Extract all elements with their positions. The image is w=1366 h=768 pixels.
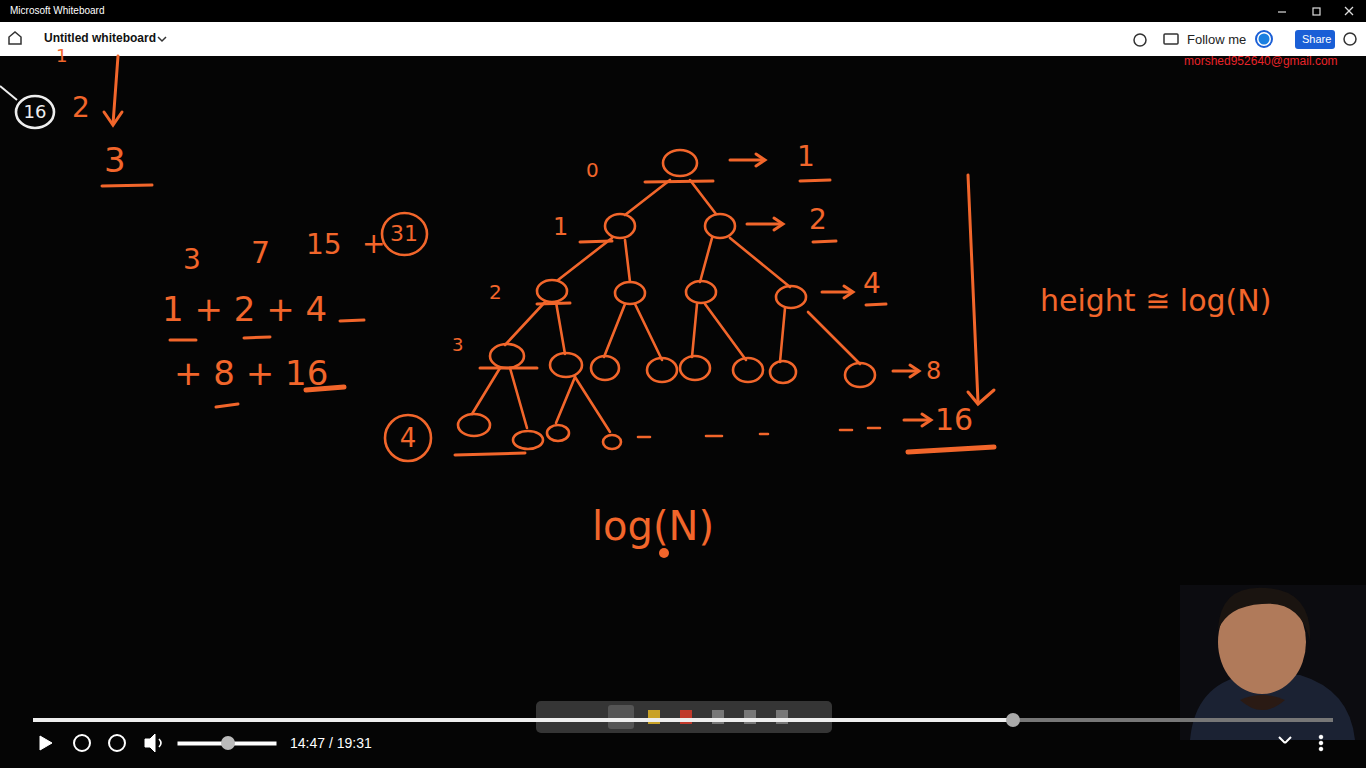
floating-toolbar	[536, 701, 832, 733]
node-count: 16	[935, 405, 973, 435]
node-count: 8	[926, 359, 941, 383]
webcam-presenter	[1180, 585, 1366, 740]
title-bar	[0, 0, 1366, 22]
hand-number: 1	[56, 47, 67, 65]
node-count: 1	[797, 143, 815, 171]
white-leader	[0, 86, 17, 100]
binary-tree	[458, 150, 880, 449]
toolbar-icons	[9, 31, 1356, 47]
window-buttons	[1278, 7, 1353, 15]
node-count: 2	[809, 206, 827, 234]
log-formula: log(N)	[592, 506, 714, 546]
node-count: 4	[863, 270, 881, 298]
toolbar-button: Follow me	[1187, 33, 1246, 46]
hand-number: 7	[251, 238, 270, 268]
hand-number: 15	[306, 231, 342, 259]
sum-line: + 8 + 16	[174, 356, 328, 390]
share-button	[1295, 30, 1335, 49]
scribble	[659, 548, 669, 558]
progress-track	[33, 718, 1333, 722]
share-button-text: Share	[1302, 34, 1331, 45]
circled-text: 31	[390, 223, 418, 245]
board-name: Untitled whiteboard	[44, 32, 156, 44]
time-display: 14:47 / 19:31	[290, 736, 372, 750]
hand-strokes	[102, 56, 994, 455]
hand-number: 3	[183, 246, 201, 274]
circled-number: 31	[380, 211, 429, 257]
level-number: 0	[586, 160, 599, 180]
hand-number: 2	[72, 94, 90, 122]
toolbar-tools	[608, 705, 788, 729]
level-number: 2	[489, 282, 502, 302]
sum-line: 1 + 2 + 4	[162, 292, 327, 326]
watermark: morshed952640@gmail.com	[1184, 55, 1338, 67]
player-controls	[40, 734, 1323, 752]
circled-text: 16	[24, 103, 47, 121]
circled-number: 4	[383, 413, 433, 463]
progress-played	[33, 718, 1013, 722]
window-title: Microsoft Whiteboard	[10, 6, 104, 16]
level-number: 3	[452, 336, 463, 354]
circled-text: 4	[400, 425, 417, 451]
hand-number: 3	[104, 143, 126, 177]
progress-knob	[1006, 713, 1020, 727]
height-note: height ≅ log(N)	[1040, 286, 1271, 316]
level-number: 1	[553, 215, 568, 239]
circled-number: 16	[14, 94, 56, 130]
app-toolbar	[0, 22, 1366, 56]
